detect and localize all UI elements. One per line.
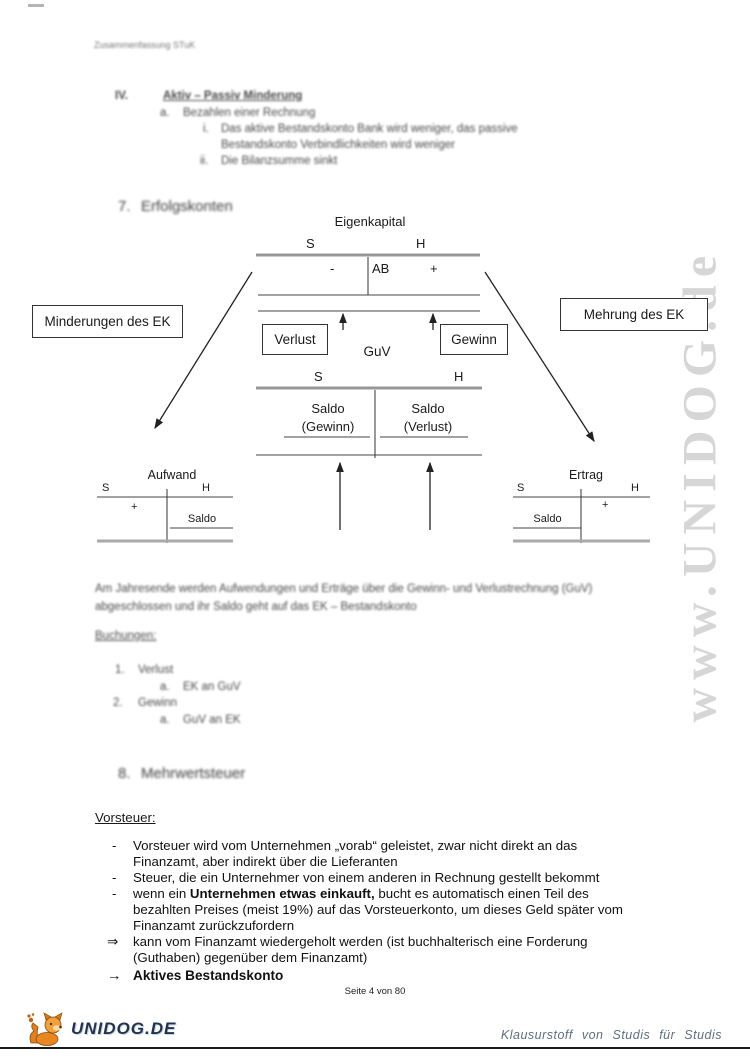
ek-ab-label: AB <box>372 261 390 276</box>
bullet-marker: - <box>112 870 117 885</box>
ertrag-saldo-label: Saldo <box>533 513 562 525</box>
aufwand-soll-label: S <box>102 482 110 494</box>
outline-a-marker: a. <box>160 107 170 119</box>
list-item: - Vorsteuer wird vom Unternehmen „vorab“… <box>100 838 638 870</box>
mehrung-des-ek-box: Mehrung des EK <box>560 298 708 331</box>
guv-haben-label: H <box>454 369 464 384</box>
buchungen-item2-text: Gewinn <box>138 697 177 709</box>
buchungen-item1-marker: 1. <box>115 664 125 676</box>
outline-heading: Aktiv – Passiv Minderung <box>163 90 303 102</box>
buchungen-item1a-marker: a. <box>160 681 170 693</box>
unidog-mascot-icon <box>27 1012 63 1046</box>
aufwand-account-title: Aufwand <box>147 468 197 482</box>
section7-number: 7. <box>118 198 131 215</box>
brand-wordmark: UNIDOG.DE <box>71 1019 177 1038</box>
bullet-text: Steuer, die ein Unternehmer von einem an… <box>133 870 600 885</box>
ertrag-plus-label: + <box>602 499 609 511</box>
section7-title: Erfolgskonten <box>141 198 233 215</box>
buchungen-item2-marker: 2. <box>113 697 123 709</box>
header-note: Zusammenfassung STuK <box>94 40 196 50</box>
section8-title: Mehrwertsteuer <box>141 765 246 782</box>
guv-soll-label: S <box>314 369 323 384</box>
bullet-text: Vorsteuer wird vom Unternehmen „vorab“ g… <box>133 838 578 869</box>
outline-ii-text: Die Bilanzsumme sinkt <box>221 155 338 167</box>
aufwand-haben-label: H <box>202 482 210 494</box>
outline-i-text: Das aktive Bestandskonto Bank wird wenig… <box>221 123 518 151</box>
ertrag-account-title: Ertrag <box>568 468 604 482</box>
saldo-verlust-label: Saldo (Verlust) <box>403 401 453 434</box>
buchungen-item1a-text: EK an GuV <box>183 681 241 693</box>
bullet-marker: - <box>112 838 117 853</box>
minderungen-des-ek-box: Minderungen des EK <box>32 305 183 338</box>
closing-paragraph: Am Jahresende werden Aufwendungen und Er… <box>95 583 593 613</box>
page-number: Seite 4 von 80 <box>344 986 406 997</box>
erfolgskonten-diagram: Eigenkapital S H - AB + Minderungen des … <box>0 210 750 560</box>
ertrag-haben-label: H <box>631 482 639 494</box>
bullet-text: wenn ein Unternehmen etwas einkauft, buc… <box>133 886 624 933</box>
arrow-marker: → <box>107 968 122 984</box>
outline-numeral: IV. <box>115 90 129 102</box>
outline-ii-marker: ii. <box>200 155 209 167</box>
ek-minus-label: - <box>330 261 335 276</box>
vorsteuer-title: Vorsteuer: <box>95 810 156 825</box>
section8-number: 8. <box>118 765 131 782</box>
ek-haben-label: H <box>416 236 426 251</box>
bullet-text: Aktives Bestandskonto <box>133 968 284 983</box>
guv-label: GuV <box>363 344 391 359</box>
bullet-marker: - <box>112 886 117 901</box>
buchungen-title: Buchungen: <box>95 630 157 642</box>
gewinn-box: Gewinn <box>440 324 508 355</box>
footer-rule <box>0 1047 750 1049</box>
saldo-gewinn-label: Saldo (Gewinn) <box>301 401 355 434</box>
ek-plus-label: + <box>430 261 438 276</box>
buchungen-item2a-marker: a. <box>160 714 170 726</box>
double-arrow-marker: ⇒ <box>107 934 119 949</box>
bullet-text: kann vom Finanzamt wiedergeholt werden (… <box>133 934 588 965</box>
aufwand-saldo-label: Saldo <box>187 513 217 525</box>
list-item: ⇒ kann vom Finanzamt wiedergeholt werden… <box>100 934 638 966</box>
vorsteuer-bullet-list: - Vorsteuer wird vom Unternehmen „vorab“… <box>100 838 638 984</box>
ertrag-soll-label: S <box>517 482 525 494</box>
buchungen-item2a-text: GuV an EK <box>183 714 241 726</box>
scan-artifact <box>28 4 44 7</box>
list-item: - wenn ein Unternehmen etwas einkauft, b… <box>100 886 638 934</box>
footer-tagline: Klausurstoff von Studis für Studis <box>500 1028 722 1042</box>
aufwand-plus-label: + <box>131 501 138 513</box>
eigenkapital-account-title: Eigenkapital <box>334 214 406 229</box>
verlust-box: Verlust <box>262 324 328 355</box>
list-item: → Aktives Bestandskonto <box>100 968 638 984</box>
buchungen-item1-text: Verlust <box>138 664 174 676</box>
list-item: - Steuer, die ein Unternehmer von einem … <box>100 870 638 886</box>
outline-a-text: Bezahlen einer Rechnung <box>183 107 316 119</box>
outline-i-marker: i. <box>203 123 209 135</box>
diagram-arrows-and-lines-icon <box>97 253 650 543</box>
unidog-logo: UNIDOG.DE <box>25 1012 176 1046</box>
ek-soll-label: S <box>306 236 315 251</box>
